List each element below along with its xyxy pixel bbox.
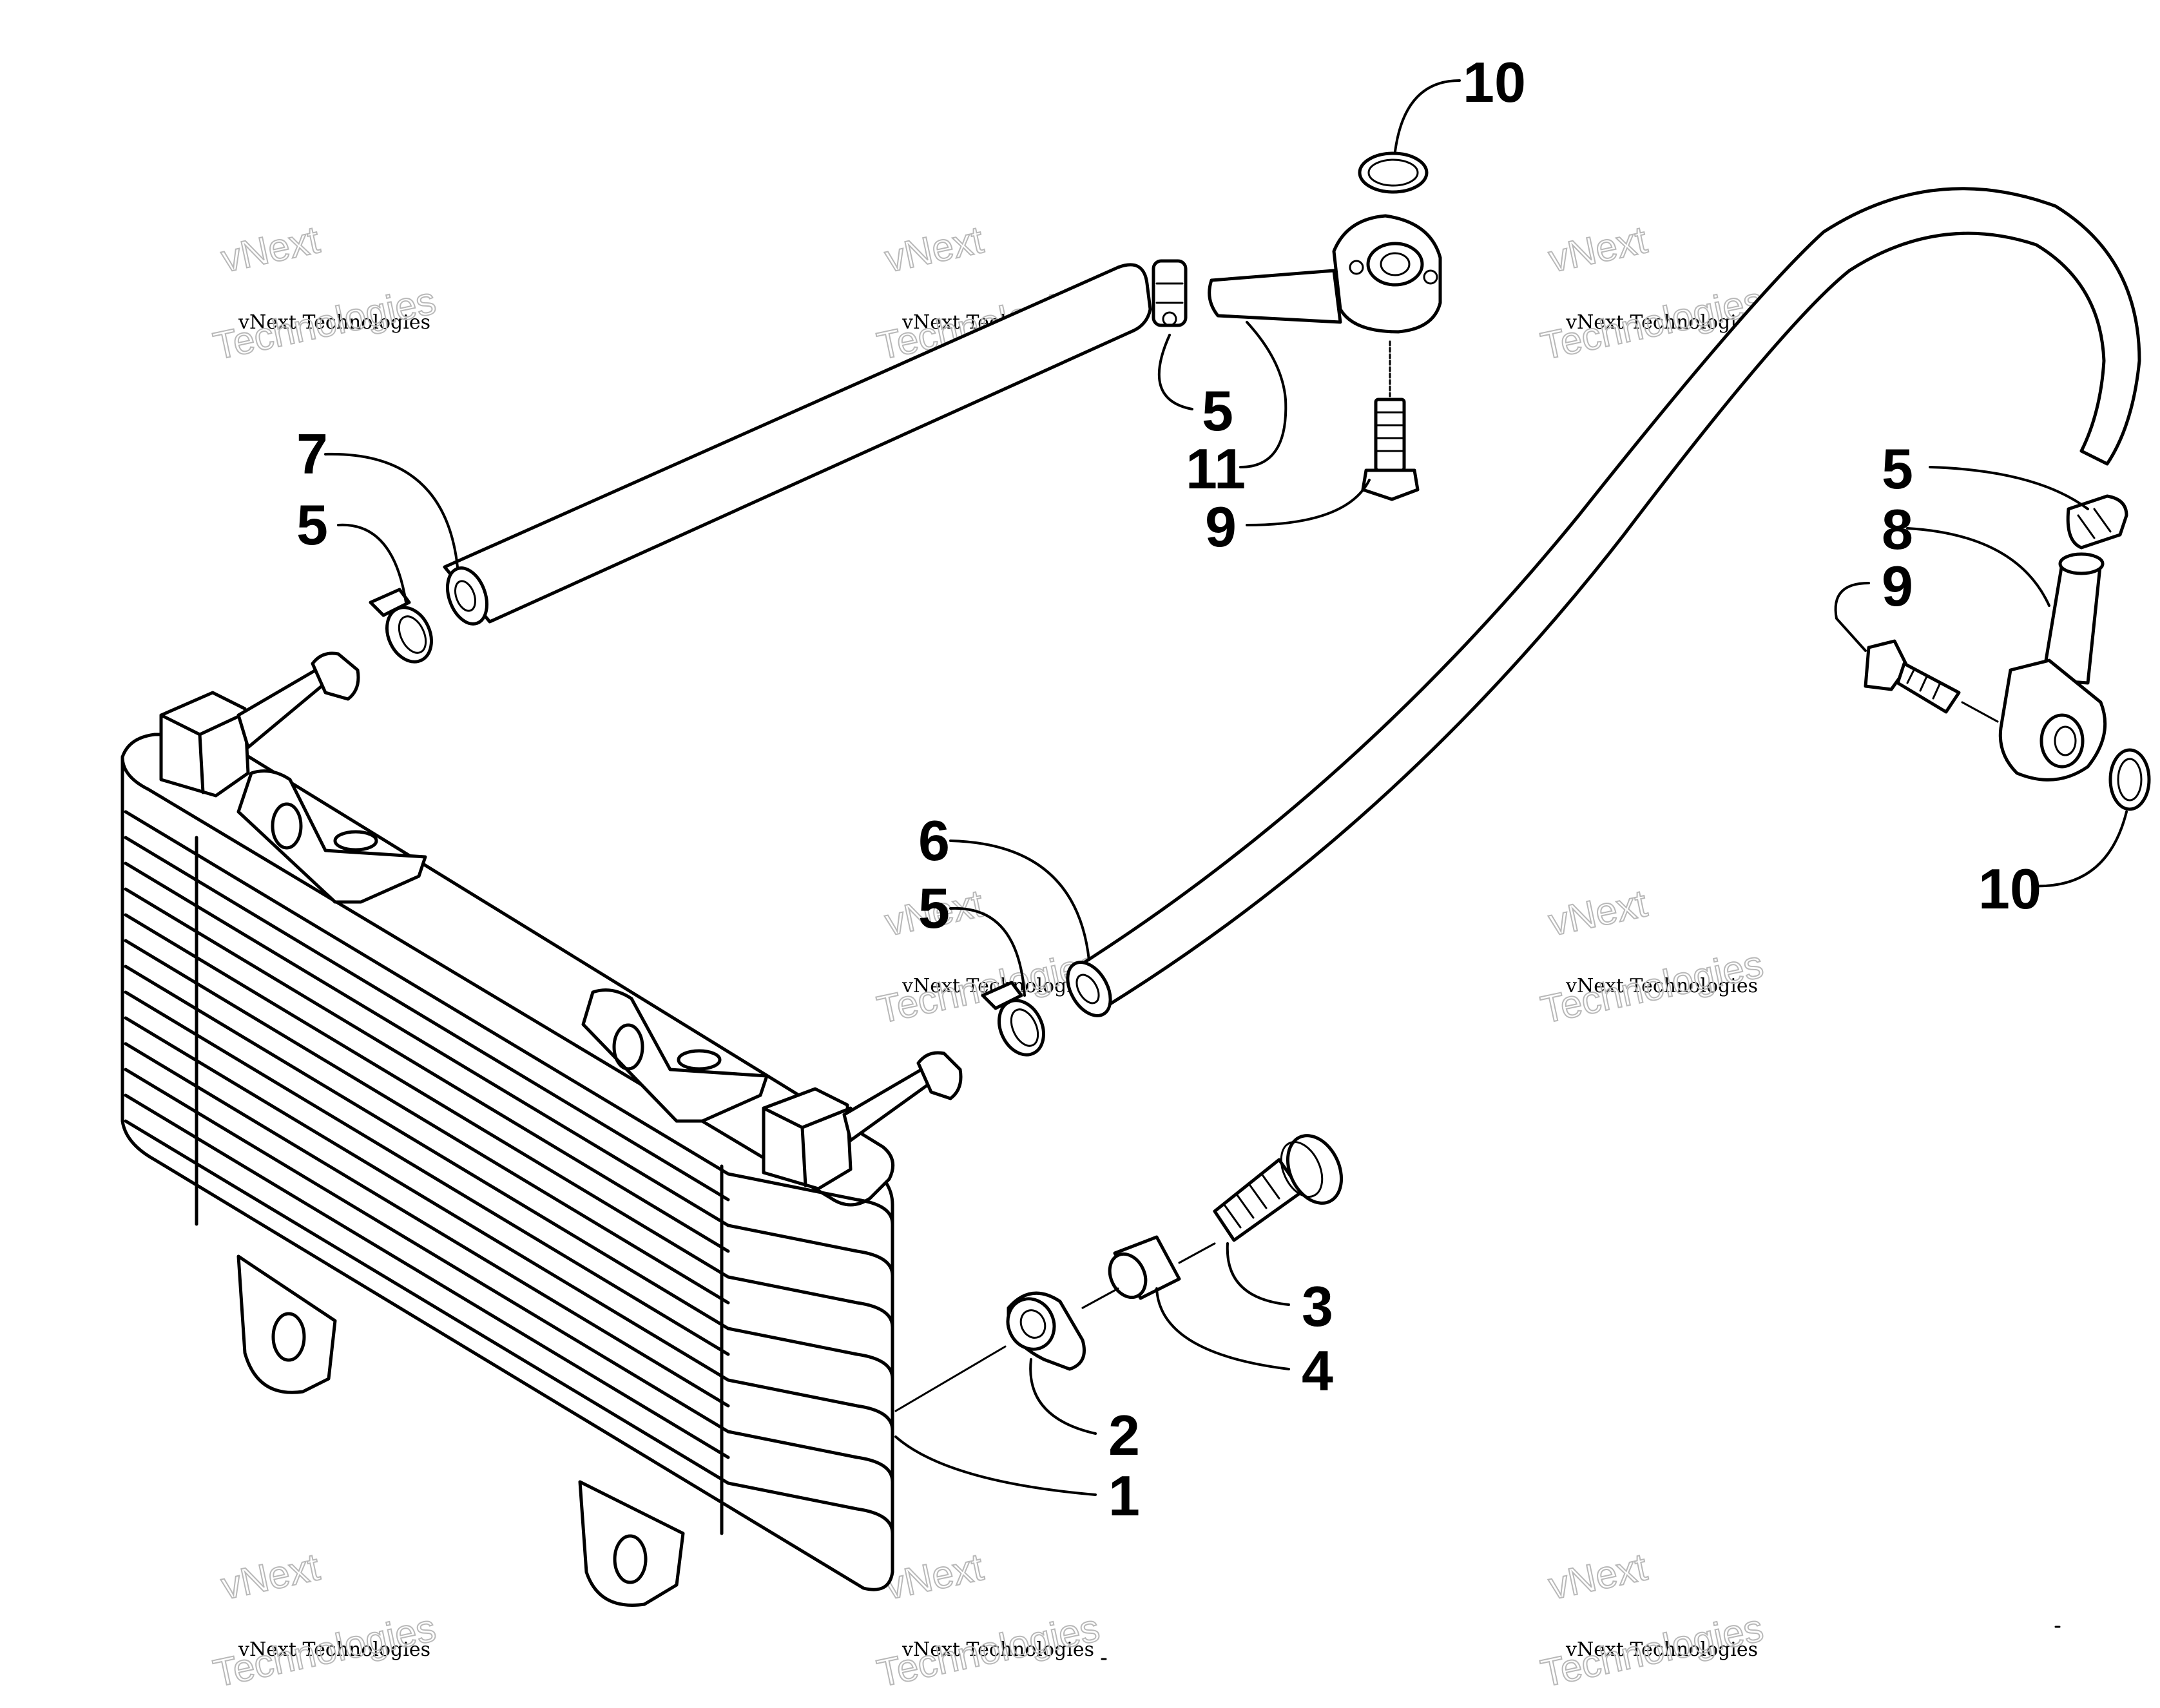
- leader-2: [1029, 1358, 1097, 1435]
- bracket-slot: [333, 830, 378, 852]
- leader-9b: [1834, 582, 1870, 652]
- bracket-hole: [612, 1023, 644, 1071]
- axis-line-cooler-bolt: [894, 1242, 1216, 1412]
- svg-text:vNext Technologies: vNext Technologies: [1565, 1638, 1758, 1661]
- callout-3: 3: [1302, 1274, 1333, 1338]
- cooler-tab-hole: [613, 1534, 648, 1584]
- svg-text:Technologies: Technologies: [873, 1606, 1103, 1695]
- fitting-8-port: [2039, 713, 2085, 769]
- cooler-bottom-tab-right: [578, 1480, 685, 1607]
- leader-5c: [1157, 334, 1193, 410]
- oil-cooler-part-1: [121, 651, 963, 1607]
- bracket-slot: [677, 1049, 722, 1071]
- cooler-top-bracket-right: [581, 988, 769, 1123]
- watermark: vNext vNext Technologies Technologies: [873, 881, 1104, 1032]
- fitting-11-port: [1366, 242, 1424, 287]
- bolt-part-3: [1213, 1134, 1344, 1242]
- svg-text:Technologies: Technologies: [209, 1606, 439, 1695]
- leader-7: [324, 452, 459, 568]
- cooler-fins: [124, 810, 730, 1485]
- scan-specks: [1101, 1626, 2061, 1660]
- callout-7: 7: [296, 422, 328, 486]
- svg-text:Technologies: Technologies: [1537, 943, 1767, 1032]
- clamp-part-5-middle: [981, 981, 1045, 1057]
- leader-6: [949, 840, 1090, 961]
- o-ring-part-10-lower: [2108, 748, 2151, 811]
- watermark: vNext vNext Technologies Technologies: [1536, 1544, 1768, 1696]
- svg-text:vNext Technologies: vNext Technologies: [902, 1638, 1094, 1661]
- cooler-pipe-left-barb: [311, 651, 360, 701]
- hose-7-body: [443, 263, 1152, 624]
- svg-text:vNext: vNext: [882, 1545, 987, 1607]
- watermark: vNext vNext Technologies Technologies: [209, 217, 440, 369]
- cooler-bottom-tab-left: [236, 1254, 337, 1394]
- callout-10b: 10: [1978, 857, 2041, 921]
- svg-text:vNext: vNext: [1545, 1545, 1651, 1607]
- watermark: vNext vNext Technologies Technologies: [209, 1544, 440, 1696]
- leader-5d: [1929, 466, 2089, 510]
- grommet-part-2: [1006, 1291, 1086, 1371]
- bolt-part-9-right: [1864, 639, 1999, 723]
- leader-10b: [2032, 811, 2128, 888]
- callout-5d: 5: [1882, 437, 1913, 501]
- clamp-part-5-left: [369, 588, 433, 664]
- fitting-part-11: [1208, 214, 1442, 334]
- callout-8: 8: [1882, 497, 1913, 561]
- fitting-11-nipple: [1208, 269, 1342, 324]
- leader-5a: [337, 523, 407, 604]
- cooler-tab-hole: [271, 1312, 306, 1362]
- fitting-part-8: [1998, 552, 2107, 782]
- cooler-pipe-right: [842, 1068, 933, 1142]
- callout-4: 4: [1302, 1339, 1333, 1403]
- bracket-hole: [271, 802, 303, 850]
- watermark: vNext vNext Technologies Technologies: [1536, 881, 1768, 1032]
- leader-11: [1239, 321, 1287, 468]
- svg-text:vNext: vNext: [1545, 218, 1651, 280]
- callout-11: 11: [1186, 437, 1246, 501]
- clamp-part-5-right: [2066, 494, 2128, 550]
- callout-5a: 5: [296, 493, 328, 557]
- watermark: vNext vNext Technologies Technologies: [873, 1544, 1104, 1696]
- spacer-part-4: [1108, 1235, 1181, 1300]
- callout-10a: 10: [1463, 50, 1526, 114]
- leader-8: [1906, 527, 2050, 607]
- callout-9b: 9: [1882, 554, 1913, 618]
- svg-text:Technologies: Technologies: [209, 279, 439, 368]
- callout-1: 1: [1108, 1464, 1140, 1528]
- svg-text:Technologies: Technologies: [1537, 1606, 1767, 1695]
- svg-text:vNext Technologies: vNext Technologies: [238, 1638, 430, 1661]
- leader-9a: [1246, 479, 1371, 526]
- cooler-fitting-block-right: [762, 1087, 853, 1191]
- callout-6: 6: [918, 809, 950, 872]
- cooler-fitting-block-left: [159, 691, 250, 798]
- leader-3: [1226, 1242, 1290, 1306]
- callout-9a: 9: [1205, 495, 1237, 559]
- svg-text:vNext Technologies: vNext Technologies: [1565, 975, 1758, 997]
- bolt-part-9-upper: [1361, 340, 1420, 501]
- leader-lines: [324, 79, 2128, 1496]
- hose-part-7: [443, 263, 1152, 626]
- hose-part-6: [1066, 187, 2141, 1017]
- callout-5b: 5: [918, 876, 950, 940]
- cooler-fin-ends: [726, 1172, 894, 1535]
- callout-2: 2: [1108, 1403, 1140, 1467]
- callout-5c: 5: [1202, 379, 1233, 443]
- cooler-pipe-right-barb: [916, 1051, 963, 1100]
- svg-text:vNext: vNext: [218, 218, 323, 280]
- svg-text:vNext Technologies: vNext Technologies: [1565, 311, 1758, 334]
- svg-text:vNext: vNext: [218, 1545, 323, 1607]
- clamp-part-5-top: [1152, 259, 1188, 327]
- leader-5b: [949, 907, 1026, 997]
- svg-text:vNext: vNext: [882, 218, 987, 280]
- svg-text:vNext: vNext: [1545, 881, 1651, 944]
- leader-1: [894, 1435, 1097, 1496]
- hose-6-body: [1071, 187, 2141, 1007]
- callouts: 1 2 3 4 5 5 5 5 6 7 8 9 9 10 10 11: [296, 50, 2041, 1528]
- svg-text:vNext Technologies: vNext Technologies: [238, 311, 430, 334]
- cooler-pipe-left: [236, 668, 327, 749]
- leader-10a: [1394, 79, 1461, 153]
- leader-4: [1155, 1287, 1290, 1370]
